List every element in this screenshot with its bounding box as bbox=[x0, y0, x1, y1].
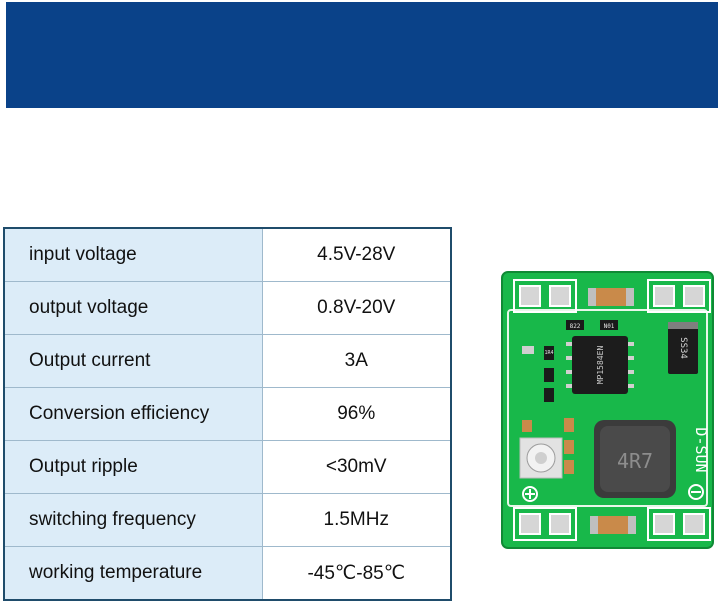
capacitor bbox=[588, 288, 634, 306]
spec-value: 4.5V-28V bbox=[261, 227, 452, 282]
capacitor bbox=[590, 516, 636, 534]
solder-pad bbox=[683, 285, 705, 307]
table-row: switching frequency 1.5MHz bbox=[3, 493, 452, 547]
diode-label: SS34 bbox=[678, 337, 688, 359]
pad-frame bbox=[647, 279, 711, 313]
spec-table: input voltage 4.5V-28V output voltage 0.… bbox=[3, 227, 452, 601]
smd-resistor bbox=[566, 320, 584, 330]
solder-pad bbox=[549, 513, 571, 535]
spec-value: -45℃-85℃ bbox=[261, 546, 452, 601]
smd-part bbox=[564, 460, 574, 474]
ic-chip: MP1584EN bbox=[566, 336, 634, 394]
solder-pad bbox=[549, 285, 571, 307]
buck-converter-board-image: 822 N01 1R4 MP1584EN SS34 4R7 bbox=[500, 270, 715, 550]
resistor-label: 822 bbox=[570, 323, 581, 330]
spec-value: <30mV bbox=[261, 440, 452, 494]
spec-label: working temperature bbox=[3, 546, 263, 601]
header-banner bbox=[6, 2, 718, 108]
smd-part bbox=[522, 346, 534, 354]
spec-value: 0.8V-20V bbox=[261, 281, 452, 335]
smd-part bbox=[544, 388, 554, 402]
table-row: Output current 3A bbox=[3, 334, 452, 388]
capacitor-terminal bbox=[626, 288, 634, 306]
smd-part bbox=[564, 418, 574, 432]
table-row: input voltage 4.5V-28V bbox=[3, 227, 452, 282]
table-row: Conversion efficiency 96% bbox=[3, 387, 452, 441]
table-row: output voltage 0.8V-20V bbox=[3, 281, 452, 335]
resistor-label: N01 bbox=[604, 323, 615, 330]
plus-terminal-icon bbox=[522, 486, 538, 502]
smd-part bbox=[544, 368, 554, 382]
minus-terminal-icon bbox=[688, 484, 704, 500]
solder-pad bbox=[683, 513, 705, 535]
smd-part bbox=[564, 440, 574, 454]
spec-label: switching frequency bbox=[3, 493, 263, 547]
diode bbox=[668, 322, 698, 374]
smd-part bbox=[522, 420, 532, 432]
pad-frame bbox=[513, 279, 577, 313]
diode-band bbox=[668, 322, 698, 329]
silkscreen-outline bbox=[507, 309, 708, 507]
spec-label: input voltage bbox=[3, 227, 263, 282]
capacitor-terminal bbox=[628, 516, 636, 534]
solder-pad bbox=[653, 285, 675, 307]
solder-pad bbox=[653, 513, 675, 535]
spec-label: Conversion efficiency bbox=[3, 387, 263, 441]
table-row: Output ripple <30mV bbox=[3, 440, 452, 494]
capacitor-terminal bbox=[588, 288, 596, 306]
capacitor-terminal bbox=[590, 516, 598, 534]
inductor-label: 4R7 bbox=[617, 449, 653, 473]
table-row: working temperature -45℃-85℃ bbox=[3, 546, 452, 601]
potentiometer-screw bbox=[535, 452, 547, 464]
smd-part bbox=[544, 346, 554, 360]
spec-label: Output current bbox=[3, 334, 263, 388]
spec-label: output voltage bbox=[3, 281, 263, 335]
solder-pad bbox=[519, 513, 541, 535]
pad-frame bbox=[647, 507, 711, 541]
pad-frame bbox=[513, 507, 577, 541]
brand-label: D-SUN bbox=[692, 427, 710, 472]
spec-label: Output ripple bbox=[3, 440, 263, 494]
chip-label: MP1584EN bbox=[596, 346, 605, 385]
smd-resistor bbox=[600, 320, 618, 330]
pcb-board: 822 N01 1R4 MP1584EN SS34 4R7 bbox=[501, 271, 714, 549]
inductor-top bbox=[600, 426, 670, 492]
spec-value: 96% bbox=[261, 387, 452, 441]
resistor-label: 1R4 bbox=[544, 350, 553, 356]
spec-value: 1.5MHz bbox=[261, 493, 452, 547]
solder-pad bbox=[519, 285, 541, 307]
spec-value: 3A bbox=[261, 334, 452, 388]
